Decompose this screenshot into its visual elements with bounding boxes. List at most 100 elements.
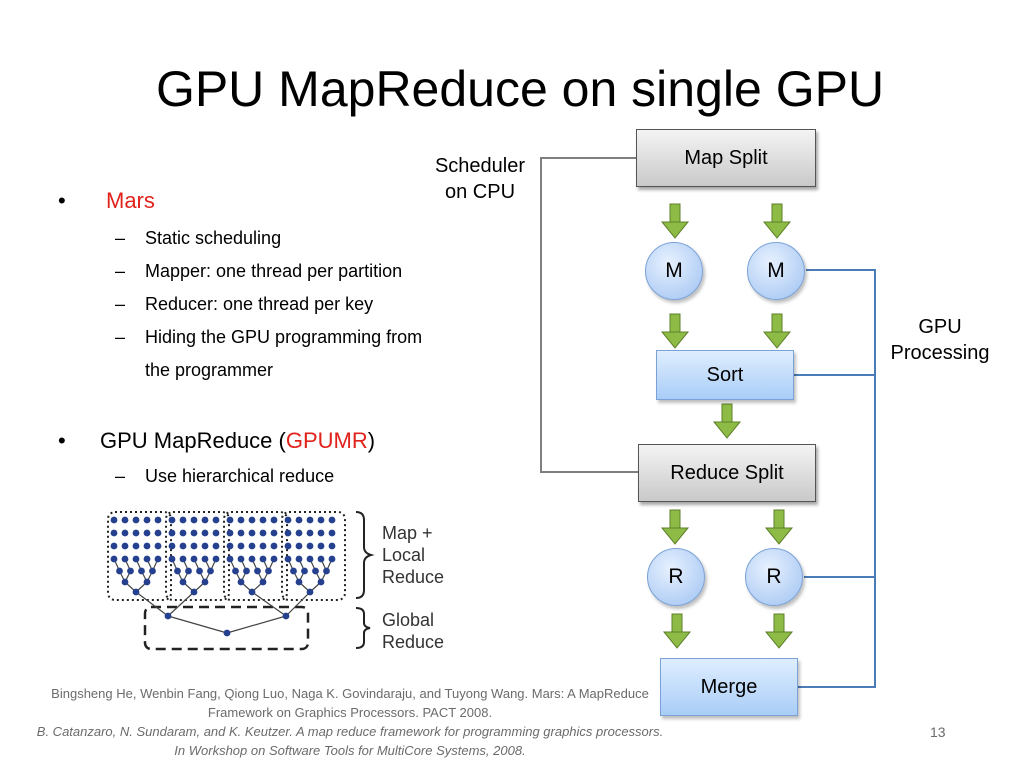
tree-node (259, 529, 267, 537)
tree-node (138, 567, 145, 575)
bullet-label-mars: Mars (106, 188, 155, 213)
map-local-reduce-text: Map + Local Reduce (382, 523, 445, 587)
tree-node (132, 516, 140, 524)
tree-node (168, 516, 176, 524)
slide-title: GPU MapReduce on single GPU (155, 61, 885, 117)
dash-glyph: – (115, 327, 126, 347)
hierarchical-reduce-figure (107, 511, 375, 651)
tree-node (190, 542, 198, 550)
gpu-processing-lines (794, 269, 876, 688)
global-reduce-box (143, 605, 310, 651)
tree-node (328, 555, 336, 563)
tree-node (248, 516, 256, 524)
tree-node (328, 516, 336, 524)
tree-node (306, 588, 314, 596)
global-reduce-text: Global Reduce (382, 610, 445, 652)
tree-node (201, 516, 209, 524)
tree-node (190, 529, 198, 537)
tree-node (317, 516, 325, 524)
tree-node (201, 555, 209, 563)
tree-node (154, 555, 162, 563)
page-number: 13 (930, 724, 946, 740)
tree-node (179, 578, 187, 586)
tree-node (201, 529, 209, 537)
tree-node (328, 529, 336, 537)
dash-glyph: – (115, 261, 126, 281)
tree-node (237, 555, 245, 563)
mapper-node: M (645, 242, 703, 300)
reference-gpumr: B. Catanzaro, N. Sundaram, and K. Keutze… (36, 724, 664, 758)
tree-node (323, 567, 330, 575)
down-arrow-icon (713, 403, 741, 439)
tree-node (295, 555, 303, 563)
tree-node (168, 542, 176, 550)
tree-node (168, 555, 176, 563)
sub-item-continuation: the programmer (145, 360, 274, 380)
tree-node (121, 516, 129, 524)
tree-node (317, 578, 325, 586)
tree-node (149, 567, 156, 575)
tree-node (248, 588, 256, 596)
tree-node (328, 542, 336, 550)
tree-node (248, 555, 256, 563)
tree-node (226, 516, 234, 524)
bullet-label-gpumr: GPU MapReduce (GPUMR) (100, 426, 375, 456)
tree-node (154, 529, 162, 537)
tree-node (237, 578, 245, 586)
tree-node (143, 555, 151, 563)
merge-box: Merge (660, 658, 798, 716)
global-brace-icon (355, 607, 371, 649)
tree-node (284, 516, 292, 524)
tree-node (270, 529, 278, 537)
dash-glyph: – (115, 466, 126, 486)
tree-edge (226, 615, 287, 634)
tree-node (248, 542, 256, 550)
tree-edge (167, 615, 228, 634)
tree-node (168, 529, 176, 537)
tree-node (110, 529, 118, 537)
sub-item: Reducer: one thread per key (145, 294, 374, 314)
tree-node (179, 542, 187, 550)
down-arrow-icon (765, 613, 793, 649)
tree-node (259, 555, 267, 563)
mapper-node: M (747, 242, 805, 300)
tree-node (295, 542, 303, 550)
tree-node (190, 588, 198, 596)
bullet-glyph: • (58, 188, 66, 213)
tree-node (201, 542, 209, 550)
tree-node (190, 555, 198, 563)
tree-node (317, 529, 325, 537)
tree-node (179, 516, 187, 524)
gpumr-prefix: GPU MapReduce ( (100, 428, 286, 453)
reduce-split-box: Reduce Split (638, 444, 816, 502)
tree-node (226, 542, 234, 550)
tree-node (132, 529, 140, 537)
tree-node (154, 516, 162, 524)
tree-node (306, 529, 314, 537)
dash-glyph: – (115, 294, 126, 314)
sub-item: Static scheduling (145, 228, 282, 248)
tree-edge (167, 591, 195, 617)
tree-node (254, 567, 261, 575)
bullet-glyph: • (58, 428, 66, 453)
gpumr-highlight: GPUMR (285, 428, 368, 453)
sub-item: Hiding the GPU programming from (145, 327, 423, 347)
tree-node (270, 542, 278, 550)
tree-node (295, 529, 303, 537)
tree-node (312, 567, 319, 575)
tree-node (237, 516, 245, 524)
tree-node (248, 529, 256, 537)
tree-node (143, 516, 151, 524)
tree-node (143, 542, 151, 550)
tree-node (223, 629, 231, 637)
references: Bingsheng He, Wenbin Fang, Qiong Luo, Na… (30, 684, 670, 760)
sub-item: Mapper: one thread per partition (145, 261, 403, 281)
tree-node (226, 555, 234, 563)
tree-node (306, 516, 314, 524)
tree-node (237, 542, 245, 550)
tree-node (259, 542, 267, 550)
bullet-mars: • Mars (58, 186, 155, 216)
reference-mars: Bingsheng He, Wenbin Fang, Qiong Luo, Na… (51, 686, 649, 720)
cpu-scheduler-line (540, 157, 638, 473)
tree-node (121, 578, 129, 586)
